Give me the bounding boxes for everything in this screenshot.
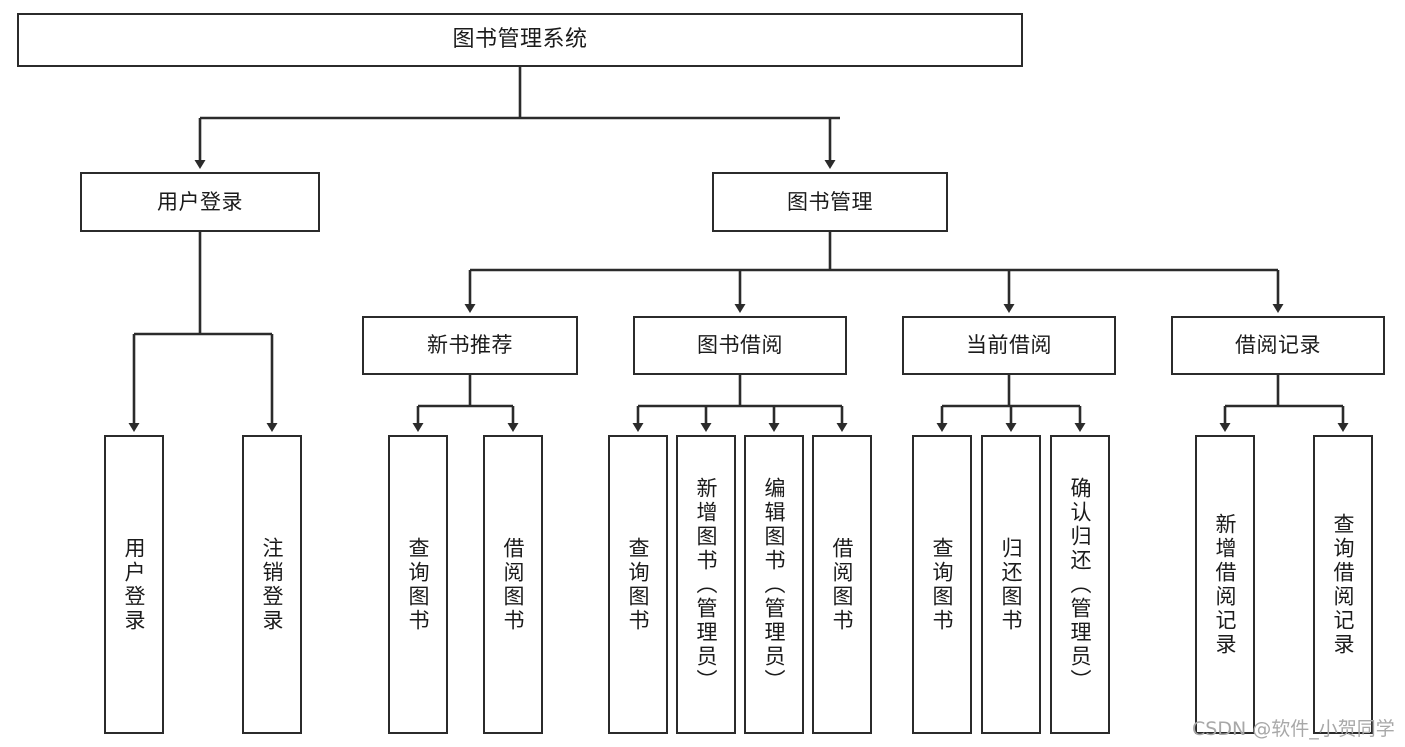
csdn-watermark: CSDN @软件_小贺同学: [1192, 718, 1395, 740]
node-query-book-borrow[interactable]: 查询图书: [608, 435, 668, 734]
node-user-login-label: 用户登录: [157, 189, 243, 214]
node-confirm-return-admin[interactable]: 确认归还（管理员）: [1050, 435, 1110, 734]
node-current-borrow[interactable]: 当前借阅: [902, 316, 1116, 375]
node-borrow-record-label: 借阅记录: [1235, 333, 1321, 358]
node-query-borrow-record[interactable]: 查询借阅记录: [1313, 435, 1373, 734]
node-user-login-leaf[interactable]: 用户登录: [104, 435, 164, 734]
node-borrow-book-borrow[interactable]: 借阅图书: [812, 435, 872, 734]
node-query-book-current-label: 查询图书: [930, 536, 955, 633]
node-query-book-current[interactable]: 查询图书: [912, 435, 972, 734]
node-borrow-record[interactable]: 借阅记录: [1171, 316, 1385, 375]
node-edit-book-admin-label: 编辑图书（管理员）: [762, 476, 787, 693]
node-edit-book-admin[interactable]: 编辑图书（管理员）: [744, 435, 804, 734]
node-query-book-rec[interactable]: 查询图书: [388, 435, 448, 734]
node-new-book-rec[interactable]: 新书推荐: [362, 316, 578, 375]
node-current-borrow-label: 当前借阅: [966, 333, 1052, 358]
node-new-book-rec-label: 新书推荐: [427, 333, 513, 358]
node-book-manage[interactable]: 图书管理: [712, 172, 948, 232]
node-return-book[interactable]: 归还图书: [981, 435, 1041, 734]
node-query-borrow-record-label: 查询借阅记录: [1331, 512, 1356, 657]
node-book-borrow-label: 图书借阅: [697, 333, 783, 358]
node-return-book-label: 归还图书: [999, 536, 1024, 633]
node-borrow-book-borrow-label: 借阅图书: [830, 536, 855, 633]
node-add-borrow-record[interactable]: 新增借阅记录: [1195, 435, 1255, 734]
node-add-book-admin[interactable]: 新增图书（管理员）: [676, 435, 736, 734]
node-root[interactable]: 图书管理系统: [17, 13, 1023, 67]
node-add-book-admin-label: 新增图书（管理员）: [694, 476, 719, 693]
node-root-label: 图书管理系统: [452, 27, 588, 53]
node-borrow-book-rec-label: 借阅图书: [501, 536, 526, 633]
node-borrow-book-rec[interactable]: 借阅图书: [483, 435, 543, 734]
node-user-login[interactable]: 用户登录: [80, 172, 320, 232]
node-book-borrow[interactable]: 图书借阅: [633, 316, 847, 375]
node-user-logout-leaf[interactable]: 注销登录: [242, 435, 302, 734]
node-query-book-rec-label: 查询图书: [406, 536, 431, 633]
node-confirm-return-admin-label: 确认归还（管理员）: [1068, 476, 1093, 693]
node-query-book-borrow-label: 查询图书: [626, 536, 651, 633]
node-add-borrow-record-label: 新增借阅记录: [1213, 512, 1238, 657]
node-book-manage-label: 图书管理: [787, 189, 873, 214]
node-user-login-leaf-label: 用户登录: [122, 536, 147, 633]
node-user-logout-leaf-label: 注销登录: [260, 536, 285, 633]
